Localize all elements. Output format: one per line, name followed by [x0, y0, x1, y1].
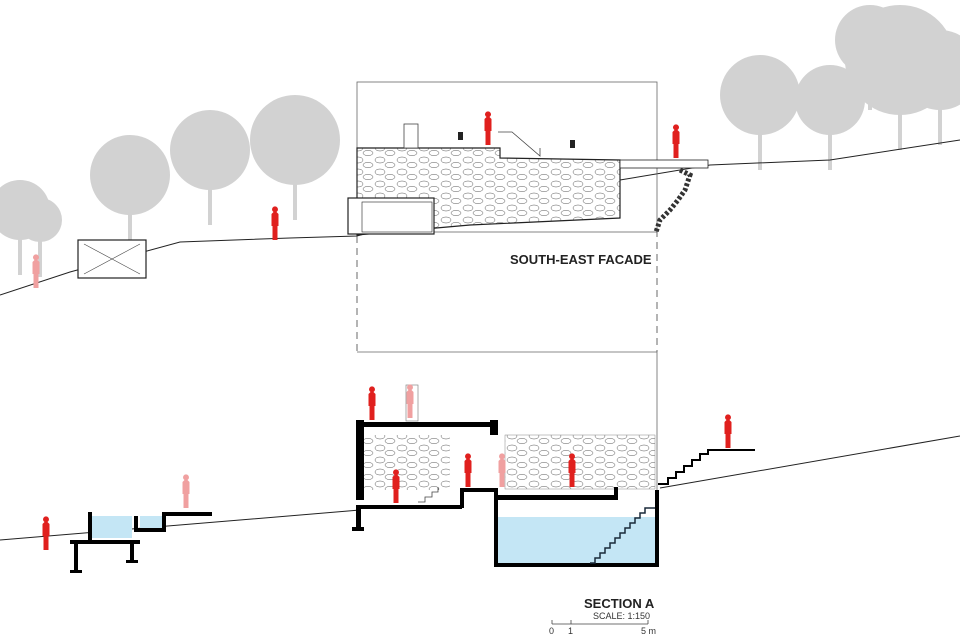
- tree-trunk: [898, 110, 902, 150]
- facade-window-frame: [361, 201, 433, 233]
- human-figure: [724, 414, 732, 448]
- tree-canopy: [250, 95, 340, 185]
- retaining-stones: [653, 167, 694, 233]
- section-envelope: [357, 351, 658, 490]
- tree-trunk: [938, 105, 942, 145]
- tree-canopy: [720, 55, 800, 135]
- garage-door: [83, 243, 141, 275]
- section-ground-line: [0, 435, 960, 541]
- small-pool-water: [140, 516, 162, 530]
- terrace-slab: [619, 159, 709, 169]
- human-figure: [406, 384, 414, 418]
- human-figure: [368, 386, 376, 420]
- chimney: [570, 140, 575, 148]
- tree-canopy: [900, 30, 960, 110]
- tree-canopy: [170, 110, 250, 190]
- human-figure: [182, 474, 190, 508]
- projection-lines: [356, 230, 658, 352]
- human-figure: [392, 469, 400, 503]
- human-figures: [32, 111, 732, 550]
- human-figure: [498, 453, 506, 487]
- human-figure: [32, 254, 40, 288]
- tree-trunk: [758, 130, 762, 170]
- scale-label: SCALE: 1:150: [593, 611, 651, 621]
- human-figure: [464, 453, 472, 487]
- small-pool-water: [92, 516, 132, 538]
- human-figure: [271, 206, 279, 240]
- tree-canopy: [18, 198, 62, 242]
- scale-bar: [551, 620, 649, 625]
- tree-canopy: [795, 65, 865, 135]
- trees: [0, 5, 960, 277]
- section-stone-wall: [504, 434, 656, 490]
- tree-trunk: [38, 237, 42, 277]
- section-stone-wall: [362, 435, 450, 490]
- tree-trunk: [868, 70, 872, 110]
- human-figure: [568, 453, 576, 487]
- facade-window: [347, 197, 435, 235]
- pool-water: [498, 517, 655, 563]
- tree-canopy: [835, 5, 905, 75]
- scale-tick-label: 5 m: [641, 626, 657, 636]
- section-walls: [352, 420, 659, 567]
- human-figure: [672, 124, 680, 158]
- roof-stair: [498, 131, 541, 157]
- tree-trunk: [18, 235, 22, 275]
- interior-stair: [418, 487, 439, 503]
- scale-tick-label: 1: [568, 626, 574, 636]
- human-figure: [484, 111, 492, 145]
- scale-tick-label: 0: [549, 626, 555, 636]
- tree-trunk: [293, 180, 297, 220]
- section-skylight: [405, 384, 419, 422]
- tree-trunk: [828, 130, 832, 170]
- human-figure: [42, 516, 50, 550]
- tree-trunk: [208, 185, 212, 225]
- exterior-stair: [658, 449, 755, 485]
- facade-title: SOUTH-EAST FACADE: [510, 252, 652, 267]
- chimney: [458, 132, 463, 140]
- tree-canopy: [90, 135, 170, 215]
- tree-trunk: [128, 210, 132, 250]
- section-title: SECTION A: [584, 596, 655, 611]
- small-pool-walls: [70, 512, 212, 573]
- pool-stair: [590, 507, 655, 564]
- roof-skylight: [403, 123, 419, 149]
